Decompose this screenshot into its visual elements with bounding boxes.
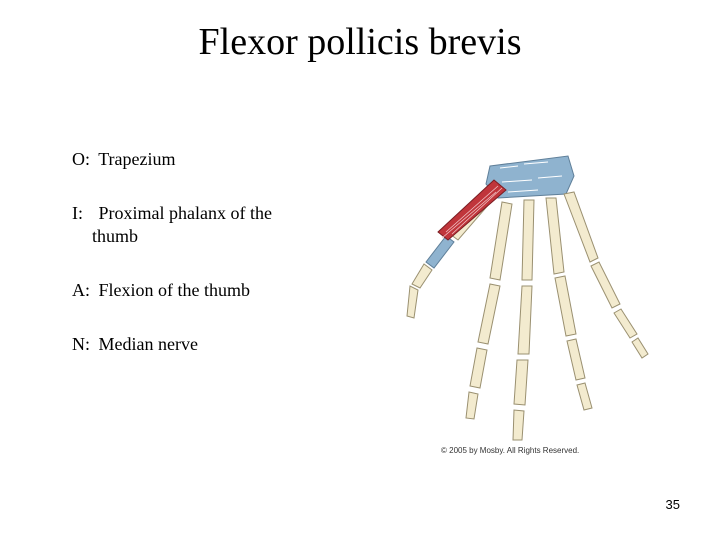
finger-phalanges	[465, 261, 649, 441]
insertion-text-continued: thumb	[92, 226, 139, 246]
ring-proximal	[554, 275, 577, 337]
copyright-notice: © 2005 by Mosby. All Rights Reserved.	[441, 446, 580, 455]
index-distal	[465, 391, 479, 420]
little-proximal	[590, 261, 621, 309]
metacarpals	[489, 191, 599, 281]
ring-middle	[566, 338, 586, 381]
insertion-key: I:	[72, 203, 83, 223]
slide-title: Flexor pollicis brevis	[198, 21, 522, 63]
little-distal	[631, 337, 649, 359]
middle-middle	[513, 359, 529, 406]
origin-key: O:	[72, 149, 90, 169]
nerve-key: N:	[72, 334, 90, 354]
action-key: A:	[72, 280, 90, 300]
middle-distal	[512, 409, 525, 441]
nerve-text: Median nerve	[98, 334, 198, 354]
metacarpal-ring	[545, 197, 565, 275]
middle-proximal	[517, 285, 533, 355]
metacarpal-index	[489, 201, 513, 281]
index-middle	[469, 347, 488, 389]
carpal-lines	[499, 161, 563, 193]
action-text: Flexion of the thumb	[98, 280, 251, 300]
flexor-pollicis-brevis-muscle	[437, 179, 507, 241]
metacarpal-little	[563, 191, 599, 263]
origin-text: Trapezium	[98, 149, 176, 169]
hand-skeleton-illustration	[398, 128, 660, 468]
thumb-tip	[406, 285, 419, 319]
insertion-text: Proximal phalanx of the	[98, 203, 272, 223]
metacarpal-middle	[521, 199, 535, 281]
insertion-item: I: Proximal phalanx of the thumb	[72, 202, 332, 248]
muscle-facts-list: O: Trapezium I: Proximal phalanx of the …	[72, 148, 332, 387]
hand-skeleton-svg	[406, 155, 649, 441]
index-proximal	[477, 283, 501, 345]
little-middle	[613, 308, 638, 339]
page-number: 35	[665, 497, 680, 512]
thumb-distal-phalanx	[411, 263, 433, 289]
origin-item: O: Trapezium	[72, 148, 332, 171]
muscle-fibers	[441, 185, 503, 239]
thumb-proximal-phalanx	[425, 235, 455, 269]
muscle-belly	[437, 179, 507, 241]
action-item: A: Flexion of the thumb	[72, 279, 332, 302]
ring-distal	[576, 382, 593, 411]
nerve-item: N: Median nerve	[72, 333, 332, 356]
